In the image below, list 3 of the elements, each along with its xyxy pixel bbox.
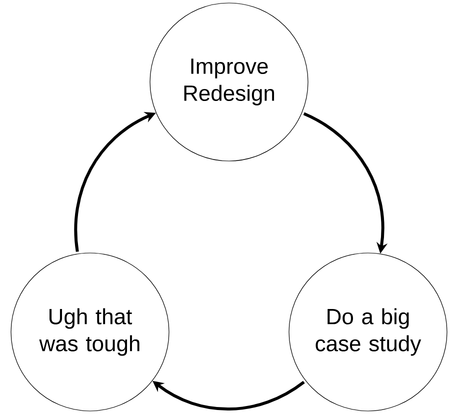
circle-node: Do a big case study [288, 252, 448, 412]
circle-node: Ugh that was tough [10, 252, 170, 412]
circle-node: Improve Redesign [150, 2, 308, 162]
